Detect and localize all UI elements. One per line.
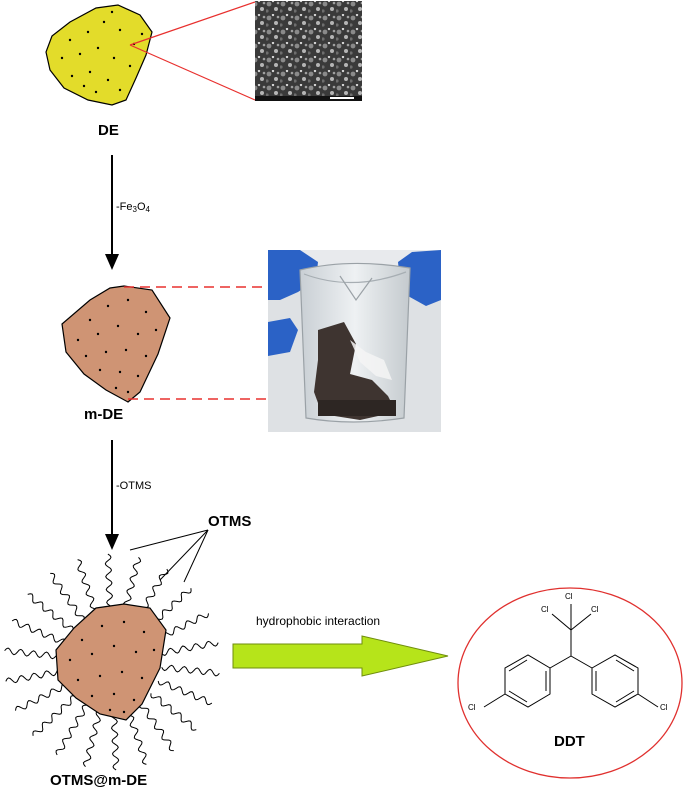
otms-chain: [11, 618, 67, 644]
label-ddt: DDT: [554, 733, 585, 750]
glove-left: [268, 250, 318, 300]
mde-callout-lines: [124, 286, 268, 400]
ddt-atom-cl-top: Cl: [565, 592, 573, 601]
label-mde: m-DE: [84, 406, 124, 423]
ddt-atom-cl-left: Cl: [541, 605, 549, 614]
step1-mid: O: [136, 201, 146, 213]
otms-chain: [125, 709, 147, 765]
label-de: DE: [98, 122, 119, 139]
otms-chain: [123, 556, 142, 614]
ddt-circle: [457, 587, 683, 779]
otms-chain: [27, 593, 74, 631]
otms-chain: [161, 664, 220, 677]
de-particle-shape: [45, 4, 153, 106]
otms-chain: [55, 704, 87, 756]
mde-powder: [314, 322, 396, 420]
ddt-structure: [483, 604, 659, 708]
otms-chain: [82, 710, 101, 768]
otms-pointer-lines: [129, 529, 209, 583]
de-particle: [45, 4, 153, 106]
otms-chain: [104, 553, 114, 613]
sem-image: [255, 1, 362, 101]
otms-chain: [32, 695, 76, 736]
ddt-atom-cl-ring-right: Cl: [660, 703, 668, 712]
otms-chain: [4, 647, 63, 660]
otms-chain: [15, 682, 68, 711]
label-hydrophobic-interaction: hydrophobic interaction: [256, 614, 381, 628]
de-callout-lines: [129, 1, 256, 101]
step1-arrow: [105, 155, 119, 270]
beaker-photo: [268, 250, 441, 432]
label-otms-mde: OTMS@m-DE: [50, 772, 148, 789]
hydrophobic-interaction-arrow: [232, 635, 449, 677]
otms-chain: [5, 668, 64, 684]
otms-chain: [150, 693, 197, 731]
ddt-atom-cl-right: Cl: [591, 605, 599, 614]
otms-mde-particle: [4, 553, 220, 771]
otms-chain: [77, 559, 99, 615]
step1-sub2: 4: [145, 205, 150, 214]
step1-sub1: 3: [132, 205, 137, 214]
otms-chain: [160, 640, 219, 656]
de-particle-pores: [60, 10, 144, 94]
otms-chain: [139, 702, 174, 752]
step1-prefix: -Fe: [116, 201, 133, 213]
otms-chain: [50, 572, 85, 622]
mde-particle-shape: [61, 285, 171, 403]
reaction-step2-label: -OTMS: [116, 480, 152, 492]
reaction-step1-label: -Fe3O4: [116, 201, 150, 214]
otms-chain: [157, 680, 213, 706]
label-otms: OTMS: [208, 513, 252, 530]
mde-particle-pores: [76, 298, 158, 394]
otms-mde-particle-pores: [68, 620, 156, 714]
mde-particle: [61, 285, 171, 403]
otms-chain: [110, 711, 120, 771]
otms-mde-particle-shape: [55, 603, 167, 721]
ddt-atom-cl-ring-left: Cl: [468, 703, 476, 712]
step2-arrow: [105, 440, 119, 550]
